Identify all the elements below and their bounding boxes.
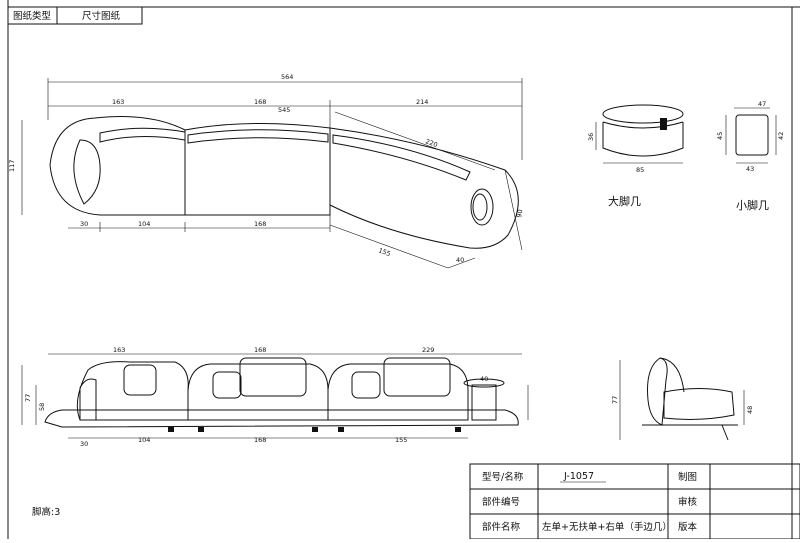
- drawing-type-header: 图纸类型 尺寸图纸: [7, 6, 143, 25]
- title-row1-right: 制图: [678, 471, 697, 483]
- dim-front-bottom-left: 30: [80, 440, 88, 448]
- big-ottoman-view: 36 85 大脚几: [587, 104, 684, 208]
- front-view: 163 168 229 77 58 40 30 104 16: [21, 346, 529, 448]
- dim-front-seg-left: 163: [113, 346, 125, 354]
- dim-overall: 564: [281, 73, 293, 81]
- drawing-type-label: 图纸类型: [13, 10, 52, 22]
- dim-depth: 117: [8, 160, 16, 172]
- dim-small-ottoman-top: 47: [758, 100, 766, 108]
- title-row1-value: J-1057: [563, 471, 594, 482]
- dim-small-ottoman-bottom: 43: [746, 165, 754, 173]
- small-ottoman-label: 小脚几: [736, 198, 769, 212]
- dim-front-seg-right: 229: [422, 346, 434, 354]
- dim-bottom-left: 30: [80, 220, 88, 228]
- dim-big-ottoman-width: 85: [636, 166, 644, 174]
- dim-seg-left: 163: [112, 98, 124, 106]
- dim-front-bottom-b: 168: [254, 436, 266, 444]
- dim-seg-right: 214: [416, 98, 428, 106]
- drawing-type-value: 尺寸图纸: [82, 10, 121, 22]
- title-block: 型号/名称 J-1057 制图 部件编号 审核 部件名称 左单+无扶单+右单（手…: [469, 463, 800, 540]
- dim-end-depth: 90: [515, 209, 524, 219]
- dim-front-height: 77: [24, 394, 32, 402]
- leg-height-note: 脚高:3: [32, 506, 60, 518]
- title-row2-label: 部件编号: [482, 496, 520, 508]
- dim-diag-inner: 220: [424, 137, 438, 149]
- title-row3-right: 版本: [678, 521, 698, 533]
- small-ottoman-view: 47 45 42 43 小脚几: [716, 100, 785, 212]
- dim-bottom-b: 168: [254, 220, 266, 228]
- dim-small-ottoman-height-right: 42: [777, 132, 785, 140]
- dim-side-seat: 48: [746, 406, 754, 414]
- dim-front-seat: 58: [38, 403, 46, 411]
- dim-front-table: 40: [480, 375, 488, 383]
- title-row3-value: 左单+无扶单+右单（手边几）: [542, 521, 672, 533]
- big-ottoman-label: 大脚几: [608, 194, 641, 208]
- title-row1-label: 型号/名称: [482, 471, 524, 483]
- dim-front-bottom-c: 155: [395, 436, 407, 444]
- dim-front-seg-mid: 168: [254, 346, 266, 354]
- dim-diag-bottom: 155: [377, 246, 391, 258]
- dim-front-bottom-a: 104: [138, 436, 150, 444]
- title-row2-right: 审核: [678, 496, 698, 508]
- title-row3-label: 部件名称: [482, 521, 521, 533]
- dim-bottom-a: 104: [138, 220, 150, 228]
- dim-seg-mid: 168: [254, 98, 266, 106]
- dim-diag-small: 40: [456, 256, 464, 264]
- dim-small-ottoman-height-left: 45: [716, 132, 724, 140]
- dim-big-ottoman-height: 36: [587, 133, 595, 141]
- top-view: 564 545 163 168 214 117 220 155 40 90: [8, 73, 524, 269]
- side-view: 77 48: [611, 357, 754, 441]
- dim-inner: 545: [278, 106, 290, 114]
- sheet-frame: [7, 0, 800, 539]
- dim-side-height: 77: [611, 396, 619, 404]
